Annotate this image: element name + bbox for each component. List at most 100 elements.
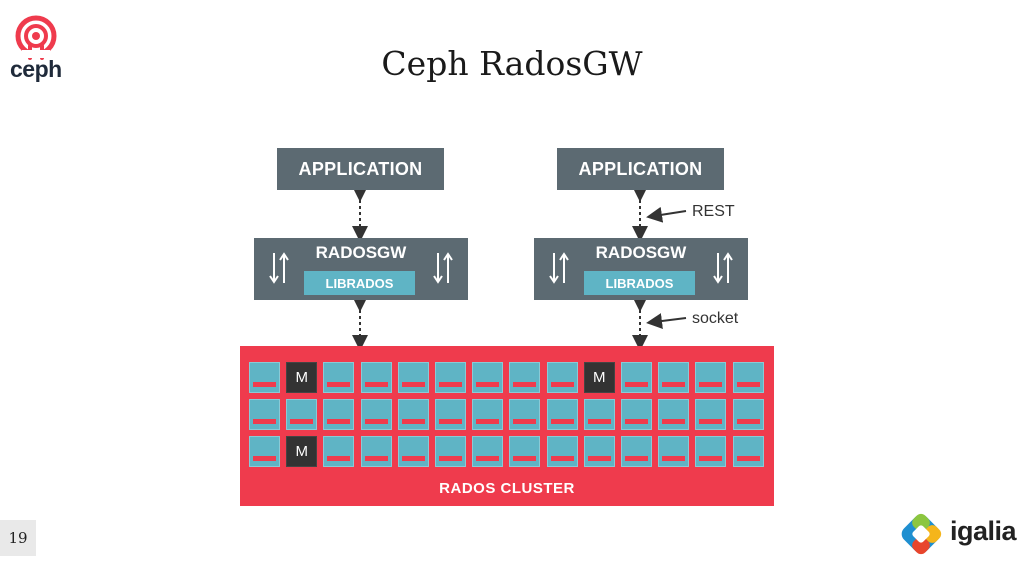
osd-node	[435, 399, 466, 430]
osd-disk-stripe	[625, 419, 648, 424]
osd-disk-stripe	[476, 456, 500, 461]
osd-node	[732, 362, 764, 393]
osd-node	[509, 362, 541, 393]
osd-node	[695, 362, 727, 393]
igalia-logo-icon	[901, 513, 942, 555]
socket-pointer-arrow	[646, 313, 687, 329]
osd-disk-stripe	[736, 382, 760, 387]
osd-disk-stripe	[327, 456, 351, 461]
osd-node	[695, 399, 727, 430]
osd-disk-stripe	[550, 419, 574, 424]
osd-disk-stripe	[401, 419, 425, 424]
osd-node	[435, 436, 466, 467]
osd-node	[397, 399, 429, 430]
osd-node	[658, 436, 690, 467]
osd-disk-stripe	[364, 456, 388, 461]
ceph-logo-text: ceph	[10, 56, 62, 82]
osd-disk-stripe	[253, 456, 276, 461]
rest-pointer-arrow	[646, 206, 687, 223]
osd-disk-stripe	[662, 382, 686, 387]
osd-disk-stripe	[439, 456, 462, 461]
left-radosgw-box: RADOSGW LIBRADOS	[254, 238, 468, 300]
osd-node	[658, 399, 690, 430]
osd-node	[472, 362, 504, 393]
osd-node	[546, 399, 578, 430]
osd-node	[397, 362, 429, 393]
osd-node	[249, 362, 280, 393]
left-application-box: APPLICATION	[277, 148, 444, 190]
osd-disk-stripe	[513, 382, 537, 387]
left-librados-box: LIBRADOS	[304, 271, 415, 295]
osd-node	[583, 436, 615, 467]
monitor-node: M	[583, 362, 615, 393]
osd-node	[621, 362, 652, 393]
up-down-arrows-icon	[269, 252, 289, 284]
page-number: 19	[0, 520, 36, 556]
osd-disk-stripe	[699, 419, 723, 424]
rest-label: REST	[692, 203, 735, 220]
osd-disk-stripe	[439, 382, 462, 387]
osd-disk-stripe	[625, 382, 648, 387]
osd-disk-stripe	[513, 456, 537, 461]
osd-disk-stripe	[513, 419, 537, 424]
osd-disk-stripe	[290, 419, 314, 424]
osd-node	[249, 399, 280, 430]
osd-node	[323, 436, 355, 467]
up-down-arrows-icon	[713, 252, 733, 284]
osd-disk-stripe	[476, 382, 500, 387]
igalia-logo-text: igalia	[950, 516, 1017, 546]
osd-node	[509, 436, 541, 467]
osd-disk-stripe	[736, 456, 760, 461]
rados-cluster-label: RADOS CLUSTER	[439, 480, 575, 497]
osd-disk-stripe	[401, 382, 425, 387]
up-down-arrows-icon	[549, 252, 569, 284]
osd-node	[732, 436, 764, 467]
right-application-box: APPLICATION	[557, 148, 724, 190]
monitor-node: M	[286, 362, 318, 393]
slide-title: Ceph RadosGW	[381, 44, 643, 83]
osd-disk-stripe	[736, 419, 760, 424]
left-radosgw-label: RADOSGW	[315, 243, 407, 262]
rados-cluster: RADOS CLUSTER M M M	[240, 346, 774, 506]
ceph-octopus-icon	[15, 15, 57, 60]
osd-node	[583, 399, 615, 430]
osd-disk-stripe	[364, 419, 388, 424]
up-down-arrows-icon	[433, 252, 453, 284]
osd-node	[323, 362, 355, 393]
osd-disk-stripe	[364, 382, 388, 387]
osd-node	[472, 436, 504, 467]
osd-node	[435, 362, 466, 393]
osd-node	[360, 399, 392, 430]
osd-disk-stripe	[662, 419, 686, 424]
osd-node	[546, 362, 578, 393]
osd-disk-stripe	[327, 419, 351, 424]
osd-disk-stripe	[550, 382, 574, 387]
osd-node	[360, 436, 392, 467]
osd-node	[360, 362, 392, 393]
osd-node	[732, 399, 764, 430]
right-librados-box: LIBRADOS	[584, 271, 695, 295]
right-radosgw-box: RADOSGW LIBRADOS	[534, 238, 748, 300]
osd-disk-stripe	[327, 382, 351, 387]
osd-disk-stripe	[587, 456, 611, 461]
osd-disk-stripe	[253, 382, 276, 387]
osd-disk-stripe	[253, 419, 276, 424]
osd-node	[621, 436, 652, 467]
osd-node	[323, 399, 355, 430]
osd-disk-stripe	[550, 456, 574, 461]
osd-node	[509, 399, 541, 430]
osd-node	[286, 399, 318, 430]
osd-disk-stripe	[476, 419, 500, 424]
osd-disk-stripe	[401, 456, 425, 461]
osd-node	[621, 399, 652, 430]
osd-node	[658, 362, 690, 393]
osd-node	[249, 436, 280, 467]
osd-disk-stripe	[625, 456, 648, 461]
osd-node	[472, 399, 504, 430]
osd-node	[397, 436, 429, 467]
osd-disk-stripe	[699, 382, 723, 387]
osd-disk-stripe	[439, 419, 462, 424]
osd-node	[546, 436, 578, 467]
monitor-node: M	[286, 436, 318, 467]
